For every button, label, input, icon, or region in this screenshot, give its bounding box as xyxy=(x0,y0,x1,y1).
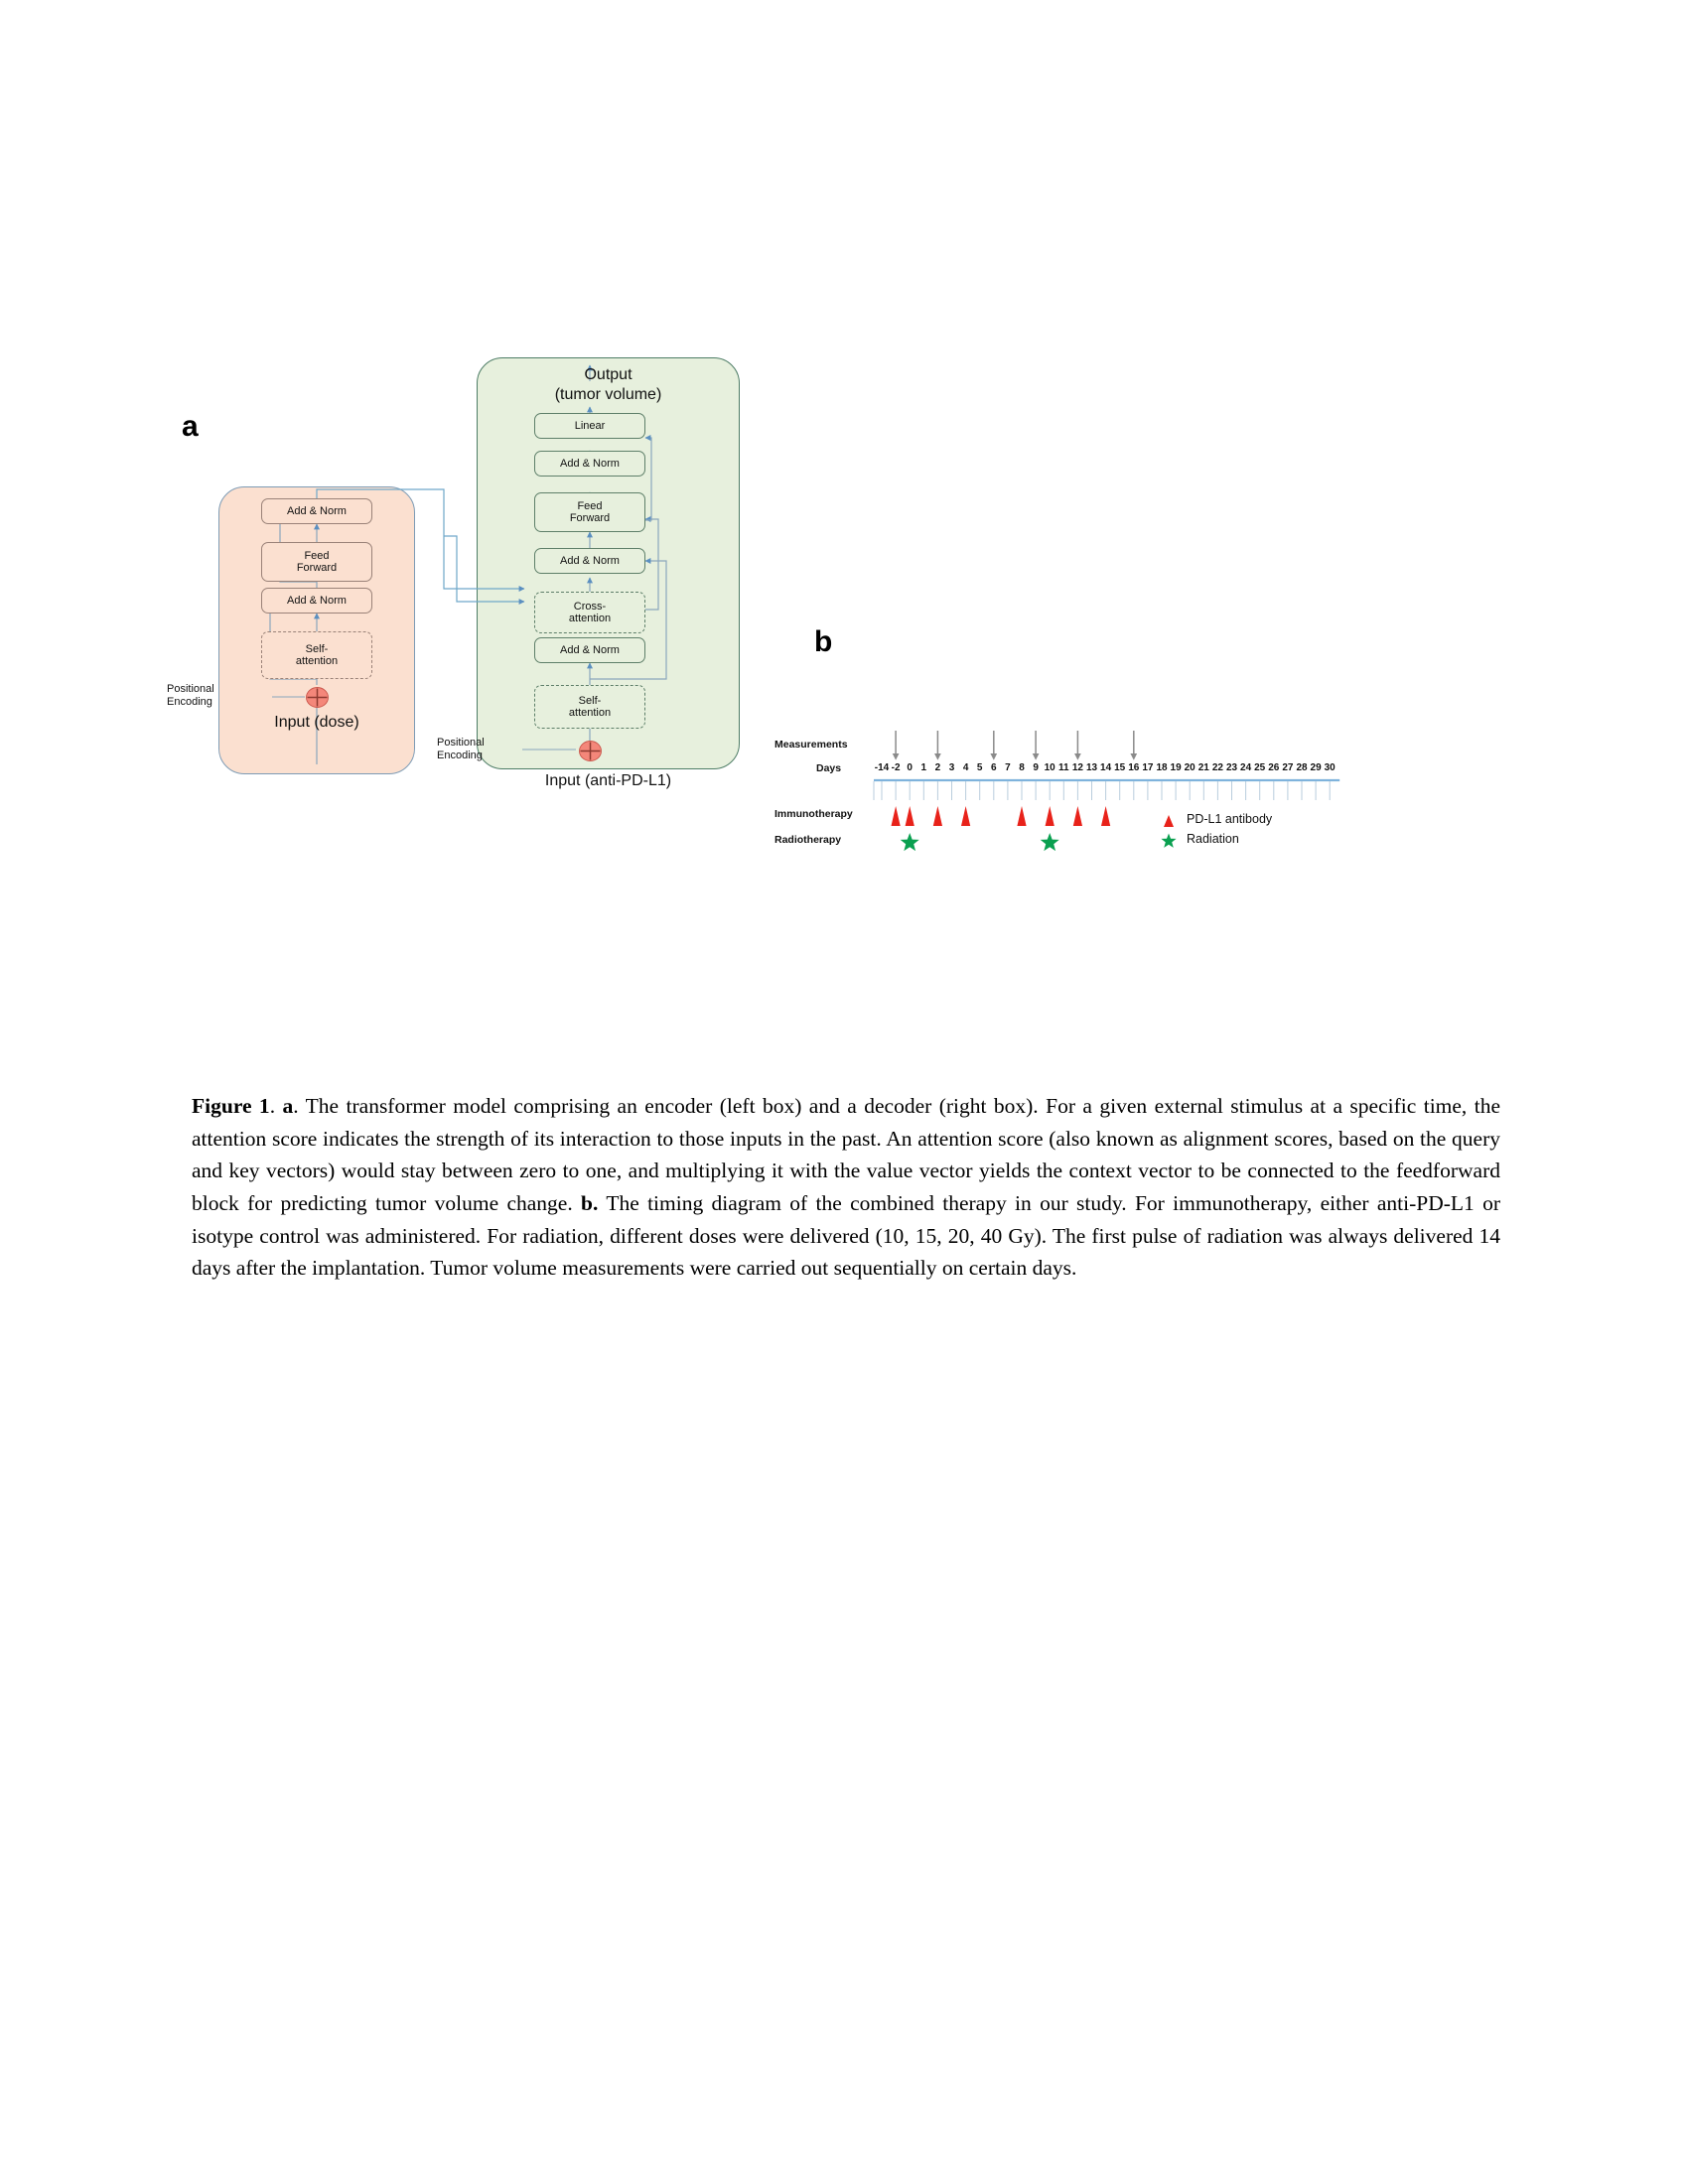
decoder-block-linear[interactable]: Linear xyxy=(534,413,645,439)
decoder-block-add-norm-3[interactable]: Add & Norm xyxy=(534,451,645,477)
day-tick-label: 27 xyxy=(1282,762,1294,773)
caption-sep-1: . xyxy=(269,1094,276,1118)
day-tick-label: 13 xyxy=(1085,762,1098,773)
immunotherapy-triangle-icon xyxy=(1101,806,1111,826)
row-label-days: Days xyxy=(816,762,842,774)
decoder-input-label: Input (anti-PD-L1) xyxy=(544,772,672,789)
immunotherapy-triangle-icon xyxy=(1017,806,1027,826)
day-tick-label: 18 xyxy=(1156,762,1168,773)
decoder-positional-encoding-label: Positional Encoding xyxy=(437,737,485,761)
day-tick-label: 4 xyxy=(962,762,969,773)
day-tick-label: 16 xyxy=(1128,762,1140,773)
day-tick-label: 2 xyxy=(934,762,941,773)
panel-a-letter: a xyxy=(182,410,199,443)
day-tick-label: 24 xyxy=(1240,762,1252,773)
legend-item-pd-l1: PD-L1 antibody xyxy=(1162,812,1340,832)
legend-label-radiation: Radiation xyxy=(1187,832,1239,846)
day-tick-label: 19 xyxy=(1170,762,1182,773)
encoder-positional-encoding-label: Positional Encoding xyxy=(167,683,214,708)
day-tick-label: 5 xyxy=(976,762,983,773)
encoder-block-add-norm-1[interactable]: Add & Norm xyxy=(261,588,372,614)
day-tick-label: 14 xyxy=(1100,762,1112,773)
day-tick-label: 0 xyxy=(907,762,913,773)
legend-item-radiation: Radiation xyxy=(1161,832,1340,852)
immunotherapy-triangle-icon xyxy=(961,806,971,826)
encoder-block-feed-forward[interactable]: Feed Forward xyxy=(261,542,372,582)
day-tick-label: 29 xyxy=(1310,762,1322,773)
decoder-block-cross-attention[interactable]: Cross- attention xyxy=(534,592,645,633)
caption-part-b-label: b. xyxy=(581,1191,599,1216)
radiotherapy-star-icon xyxy=(900,833,919,852)
day-tick-label: 22 xyxy=(1211,762,1223,773)
day-tick-label: 3 xyxy=(948,762,955,773)
day-tick-label: 20 xyxy=(1184,762,1196,773)
immunotherapy-triangle-icon xyxy=(932,806,942,826)
radiotherapy-star-icon xyxy=(1040,833,1059,852)
encoder-positional-encoding-node xyxy=(306,686,329,709)
day-tick-label: 30 xyxy=(1324,762,1336,773)
day-tick-label: 1 xyxy=(920,762,927,773)
day-tick-label: 28 xyxy=(1296,762,1308,773)
day-tick-label: 8 xyxy=(1019,762,1025,773)
decoder-output-label: Output (tumor volume) xyxy=(554,366,662,403)
immunotherapy-triangle-icon xyxy=(1072,806,1082,826)
panel-a-transformer-diagram: a xyxy=(149,347,765,1072)
day-tick-label: 23 xyxy=(1225,762,1238,773)
encoder-block-add-norm-2[interactable]: Add & Norm xyxy=(261,498,372,524)
row-label-measurements: Measurements xyxy=(774,739,848,751)
decoder-block-add-norm-2[interactable]: Add & Norm xyxy=(534,548,645,574)
decoder-block-feed-forward[interactable]: Feed Forward xyxy=(534,492,645,532)
day-tick-label: 10 xyxy=(1044,762,1055,773)
timeline-axis-svg xyxy=(873,731,1340,852)
plus-circle-icon xyxy=(579,741,602,761)
panel-b-timing-diagram: b Measurements Days Immunotherapy Radiot… xyxy=(774,596,1470,923)
timeline-legend: PD-L1 antibody Radiation xyxy=(1161,812,1340,852)
day-tick-label: 7 xyxy=(1005,762,1011,773)
decoder-block-self-attention[interactable]: Self- attention xyxy=(534,685,645,729)
day-tick-label: 12 xyxy=(1071,762,1083,773)
day-tick-label: -14 xyxy=(874,762,890,773)
day-tick-label: 11 xyxy=(1058,762,1069,773)
triangle-icon xyxy=(1164,815,1174,827)
caption-text-1: . The transformer model comprising an en… xyxy=(192,1094,1500,1216)
day-tick-label: 6 xyxy=(991,762,997,773)
legend-label-pd-l1: PD-L1 antibody xyxy=(1187,812,1273,826)
star-icon xyxy=(1161,833,1177,848)
figure-area: a xyxy=(0,0,1688,1072)
row-label-immunotherapy: Immunotherapy xyxy=(774,808,853,820)
figure-caption: Figure 1. a. The transformer model compr… xyxy=(192,1090,1500,1285)
encoder-block-self-attention[interactable]: Self- attention xyxy=(261,631,372,679)
panel-b-letter: b xyxy=(814,625,833,658)
row-label-radiotherapy: Radiotherapy xyxy=(774,834,842,846)
encoder-input-label: Input (dose) xyxy=(274,714,359,731)
immunotherapy-triangle-icon xyxy=(905,806,914,826)
day-tick-label: 26 xyxy=(1268,762,1280,773)
plus-circle-icon xyxy=(306,687,329,708)
immunotherapy-triangle-icon xyxy=(1045,806,1055,826)
decoder-positional-encoding-node xyxy=(579,740,602,762)
caption-part-a-label: a xyxy=(282,1094,294,1118)
caption-figure-label: Figure 1 xyxy=(192,1094,270,1118)
immunotherapy-triangle-icon xyxy=(891,806,901,826)
day-tick-label: 15 xyxy=(1114,762,1126,773)
day-tick-label: -2 xyxy=(891,762,901,773)
day-tick-label: 21 xyxy=(1197,762,1209,773)
day-tick-label: 9 xyxy=(1033,762,1039,773)
caption-text-2: The timing diagram of the combined thera… xyxy=(192,1191,1500,1281)
transformer-connection-wires xyxy=(269,364,667,764)
day-tick-label: 17 xyxy=(1142,762,1154,773)
day-tick-label: 25 xyxy=(1254,762,1266,773)
decoder-block-add-norm-1[interactable]: Add & Norm xyxy=(534,637,645,663)
